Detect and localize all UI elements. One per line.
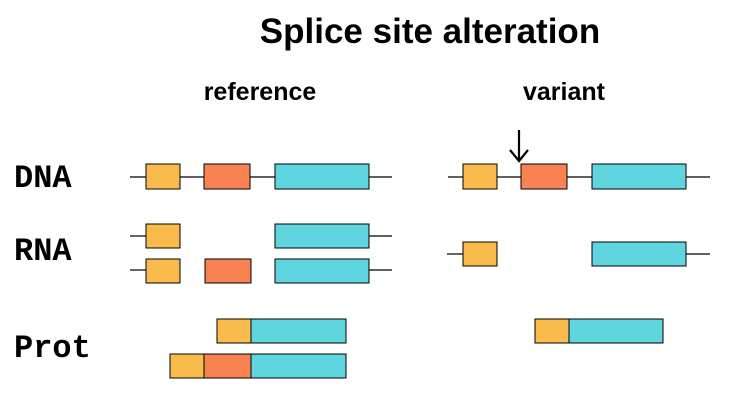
down-arrow-icon bbox=[509, 130, 529, 163]
var-dna-exon-3 bbox=[591, 163, 687, 190]
ref-dna-exon-1 bbox=[145, 163, 181, 190]
ref-rna1-exon-1 bbox=[145, 223, 181, 249]
ref-prot2-exon-3 bbox=[250, 353, 347, 379]
ref-rna2-exon-2 bbox=[204, 258, 252, 284]
var-rna-exon-3 bbox=[591, 241, 687, 267]
row-label-rna: RNA bbox=[14, 233, 72, 270]
row-label-dna: DNA bbox=[14, 160, 72, 197]
var-prot-exon-1 bbox=[534, 318, 570, 344]
ref-prot1-exon-3 bbox=[250, 318, 347, 344]
var-dna-exon-1 bbox=[462, 163, 498, 190]
ref-rna2-exon-1 bbox=[145, 258, 181, 284]
ref-prot2-exon-1 bbox=[169, 353, 205, 379]
ref-rna1-exon-3 bbox=[274, 223, 370, 249]
row-label-prot: Prot bbox=[14, 330, 91, 367]
var-prot-exon-3 bbox=[568, 318, 664, 344]
ref-prot2-exon-2 bbox=[203, 353, 252, 379]
column-heading-reference: reference bbox=[203, 78, 317, 106]
ref-prot1-exon-1 bbox=[216, 318, 252, 344]
var-dna-exon-2 bbox=[520, 163, 568, 190]
diagram-title: Splice site alteration bbox=[259, 12, 601, 51]
ref-dna-exon-2 bbox=[203, 163, 251, 190]
var-rna-exon-1 bbox=[462, 241, 498, 267]
column-heading-variant: variant bbox=[523, 78, 605, 106]
ref-rna2-exon-3 bbox=[274, 258, 370, 284]
ref-dna-exon-3 bbox=[274, 163, 370, 190]
